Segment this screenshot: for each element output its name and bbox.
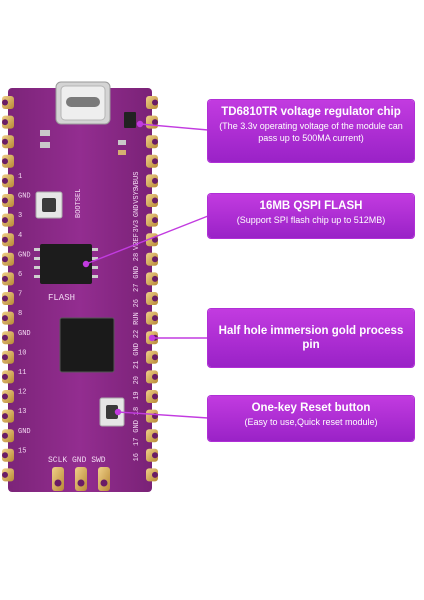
pin-label: 1 <box>18 173 22 181</box>
flash-chip <box>40 244 92 284</box>
pin-label: 13 <box>18 408 26 416</box>
pin-label: 11 <box>18 369 26 377</box>
pcb <box>8 88 152 492</box>
pin-label: 3 <box>18 212 22 220</box>
right-pin-pads <box>146 96 158 482</box>
callout-description: (Easy to use,Quick reset module) <box>244 417 378 427</box>
pin-label: 15 <box>18 447 26 455</box>
usb-c-connector <box>55 81 111 125</box>
pin-label: 27 <box>133 284 141 292</box>
pin-label: 3V3 <box>133 220 141 233</box>
left-pin-pads <box>2 96 14 482</box>
pin-label: 22 <box>133 330 141 338</box>
pin-label: 28 <box>133 253 141 261</box>
pin-label: GND <box>18 330 31 338</box>
pin-label: GND <box>18 193 31 201</box>
pin-label: 8 <box>18 310 22 318</box>
flash-silk-label: FLASH <box>48 293 75 303</box>
reset-button <box>99 397 125 427</box>
pin-label: 7 <box>18 291 22 299</box>
pin-label: VREF <box>133 233 141 250</box>
pin-label: 26 <box>133 299 141 307</box>
pin-label: GND <box>133 266 141 279</box>
pin-label: GND <box>18 428 31 436</box>
regulator-chip <box>124 112 136 128</box>
right-pin-labels: VBUSVSYSGND3V3VREF28GND2726RUN22GND21201… <box>133 172 141 462</box>
pin-label: 4 <box>18 232 22 240</box>
rp2040-chip <box>59 317 115 373</box>
callout-voltage-regulator: TD6810TR voltage regulator chip (The 3.3… <box>208 100 414 162</box>
bootsel-label: BOOTSEL <box>75 189 83 218</box>
pin-label: RUN <box>133 312 141 325</box>
pin-label: GND <box>18 251 31 259</box>
callout-title: TD6810TR voltage regulator chip <box>221 106 401 118</box>
pin-label: 17 <box>133 438 141 446</box>
pin-label: VSYS <box>133 187 141 204</box>
debug-pads <box>52 467 110 491</box>
pin-label: 12 <box>18 389 26 397</box>
bootsel-button <box>35 191 63 219</box>
leader-lines <box>82 120 209 419</box>
pin-label: 18 <box>133 407 141 415</box>
callout-title: One-key Reset button <box>251 402 371 414</box>
debug-silk-label: SCLK GND SWD <box>48 456 106 465</box>
pin-label: GND <box>133 420 141 433</box>
callout-description: (The 3.3v operating voltage of the modul… <box>219 121 403 143</box>
pin-label: 6 <box>18 271 22 279</box>
pin-label: GND <box>133 343 141 356</box>
callout-description: (Support SPI flash chip up to 512MB) <box>236 215 386 225</box>
pin-label: 16 <box>133 453 141 461</box>
pin-label: VBUS <box>133 172 141 189</box>
pin-label: 10 <box>18 349 26 357</box>
pin-label: 19 <box>133 391 141 399</box>
pin-label: 20 <box>133 376 141 384</box>
callout-title: Half hole immersion gold process pin <box>218 325 404 351</box>
callout-title: 16MB QSPI FLASH <box>259 200 363 212</box>
callout-half-hole-pin: Half hole immersion gold process pin <box>208 309 414 367</box>
callout-reset-button: One-key Reset button (Easy to use,Quick … <box>208 396 414 441</box>
callout-qspi-flash: 16MB QSPI FLASH (Support SPI flash chip … <box>208 194 414 238</box>
pin-label: 21 <box>133 361 141 369</box>
pin-label: GND <box>133 204 141 217</box>
